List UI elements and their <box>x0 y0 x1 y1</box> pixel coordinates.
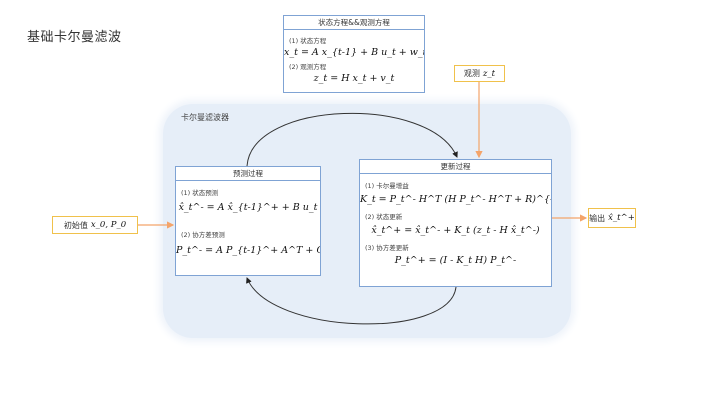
initial-symbol: x_0, P_0 <box>90 220 127 230</box>
update-process-box: 更新过程 (1) 卡尔曼增益 K_t = P_t^- H^T (H P_t^- … <box>359 159 552 287</box>
covariance-prediction-label: (2) 协方差预测 <box>181 231 225 239</box>
state-update-label: (2) 状态更新 <box>365 213 403 221</box>
covariance-update-formula: P_t^+ = (I - K_t H) P_t^- <box>394 255 517 266</box>
predict-box-header: 预测过程 <box>176 167 320 181</box>
covariance-update-label: (3) 协方差更新 <box>365 244 409 252</box>
observation-tag: 观测 z_t <box>454 65 505 82</box>
observation-equation-label: (2) 观测方程 <box>289 63 327 71</box>
page-title: 基础卡尔曼滤波 <box>27 30 122 45</box>
state-box-header: 状态方程&&观测方程 <box>284 16 424 30</box>
kalman-filter-label: 卡尔曼滤波器 <box>181 113 229 122</box>
prediction-process-box: 预测过程 (1) 状态预测 x̂_t^- = A x̂_{t-1}^+ + B … <box>175 166 321 276</box>
kalman-gain-formula: K_t = P_t^- H^T (H P_t^- H^T + R)^{-1} <box>360 194 552 205</box>
state-equation-formula: x_t = A x_{t-1} + B u_t + w_t <box>284 47 425 58</box>
update-to-predict-arrow <box>246 277 457 325</box>
covariance-prediction-formula: P_t^- = A P_{t-1}^+ A^T + Q <box>176 245 321 256</box>
update-box-header: 更新过程 <box>360 160 551 174</box>
observation-equation-formula: z_t = H x_t + v_t <box>313 73 395 84</box>
output-tag: 输出 x̂_t^+ <box>588 208 636 228</box>
state-update-formula: x̂_t^+ = x̂_t^- + K_t (z_t - H x̂_t^-) <box>371 225 540 236</box>
state-equation-label: (1) 状态方程 <box>289 37 327 45</box>
initial-label: 初始值 <box>63 220 88 230</box>
state-observation-box: 状态方程&&观测方程 (1) 状态方程 x_t = A x_{t-1} + B … <box>283 15 425 93</box>
state-prediction-formula: x̂_t^- = A x̂_{t-1}^+ + B u_t <box>178 202 318 213</box>
predict-to-update-arrow <box>246 113 458 167</box>
observation-label: 观测 <box>463 69 480 78</box>
state-prediction-label: (1) 状态预测 <box>181 189 219 197</box>
kalman-gain-label: (1) 卡尔曼增益 <box>365 182 409 190</box>
initial-value-tag: 初始值 x_0, P_0 <box>52 216 138 234</box>
output-symbol: x̂_t^+ <box>608 213 635 223</box>
output-label: 输出 <box>589 213 606 223</box>
observation-symbol: z_t <box>482 68 496 79</box>
